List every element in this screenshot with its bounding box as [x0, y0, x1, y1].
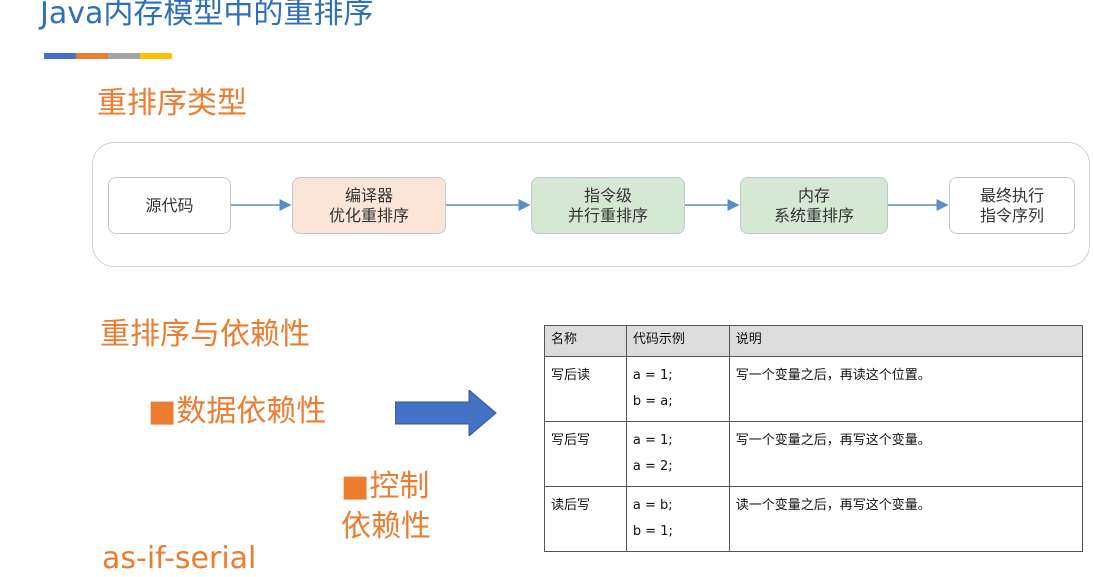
right-arrow-icon [395, 390, 497, 436]
flow-step-label: 源代码 [145, 195, 194, 215]
flow-step-label: 系统重排序 [773, 205, 854, 225]
cell-name: 写后写 [544, 421, 627, 487]
cell-description: 写一个变量之后，再读这个位置。 [728, 356, 1084, 422]
cell-code: a = 1; a = 2; [625, 421, 730, 487]
code-line: a = 1; [632, 433, 673, 448]
table-row: 读后写 a = b; b = 1; 读一个变量之后，再写这个变量。 [544, 486, 1084, 552]
table-header-row: 名称 代码示例 说明 [544, 325, 1084, 357]
code-line: b = a; [632, 394, 673, 409]
flow-step-label: 指令序列 [979, 205, 1044, 225]
flow-step-source-code: 源代码 [108, 177, 231, 234]
code-line: a = 2; [632, 459, 673, 474]
code-line: b = 1; [632, 524, 673, 539]
cell-code: a = 1; b = a; [625, 356, 730, 422]
title-accent-bar [44, 53, 172, 59]
cell-code: a = b; b = 1; [625, 486, 730, 552]
accent-segment-blue [44, 53, 76, 59]
heading-as-if-serial: as-if-serial [102, 541, 257, 576]
heading-reorder-dependency: 重排序与依赖性 [100, 317, 310, 352]
code-line: a = b; [632, 498, 673, 513]
table-row: 写后读 a = 1; b = a; 写一个变量之后，再读这个位置。 [544, 356, 1084, 422]
flow-step-instruction-reorder: 指令级 并行重排序 [531, 177, 685, 234]
flow-step-label: 编译器 [344, 185, 393, 205]
cell-description: 读一个变量之后，再写这个变量。 [728, 486, 1084, 552]
flow-step-final-sequence: 最终执行 指令序列 [949, 177, 1075, 234]
column-header-description: 说明 [728, 325, 1084, 357]
table-row: 写后写 a = 1; a = 2; 写一个变量之后，再写这个变量。 [544, 421, 1084, 487]
accent-segment-yellow [140, 53, 172, 59]
accent-segment-gray [108, 53, 140, 59]
accent-segment-orange [76, 53, 108, 59]
code-line: a = 1; [632, 368, 673, 383]
bullet-control-dependency-line1: ■控制 [341, 469, 430, 504]
flow-step-memory-reorder: 内存 系统重排序 [740, 177, 888, 234]
data-dependency-table: 名称 代码示例 说明 写后读 a = 1; b = a; 写一个变量之后，再读这… [544, 325, 1084, 552]
column-header-name: 名称 [544, 325, 627, 357]
flow-step-label: 并行重排序 [567, 205, 648, 225]
flow-step-label: 优化重排序 [328, 205, 409, 225]
flow-step-label: 内存 [797, 185, 830, 205]
flow-step-compiler-reorder: 编译器 优化重排序 [292, 177, 446, 234]
bullet-data-dependency: ■数据依赖性 [148, 394, 327, 429]
cell-description: 写一个变量之后，再写这个变量。 [728, 421, 1084, 487]
flow-step-label: 最终执行 [979, 185, 1044, 205]
flow-step-label: 指令级 [583, 185, 632, 205]
bullet-control-dependency-line2: 依赖性 [341, 509, 431, 544]
cell-name: 读后写 [544, 486, 627, 552]
cell-name: 写后读 [544, 356, 627, 422]
page-title: Java内存模型中的重排序 [40, 0, 374, 31]
column-header-code: 代码示例 [625, 325, 730, 357]
heading-reorder-types: 重排序类型 [97, 86, 247, 121]
